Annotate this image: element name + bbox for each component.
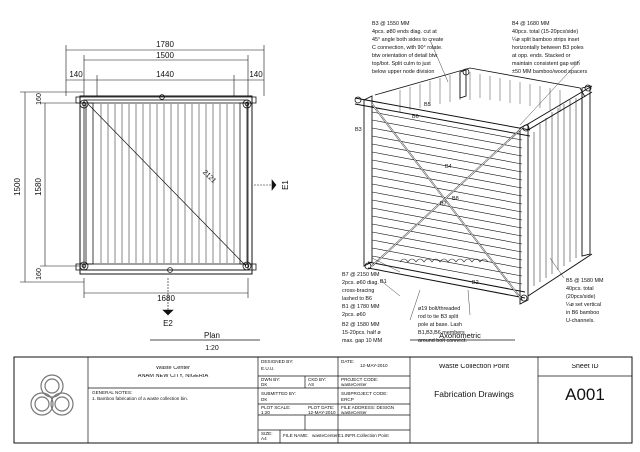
- label-b7: B7: [440, 201, 447, 207]
- note-b3: B3 @ 1550 MM 4pcs. ø80 ends diag. cut at…: [372, 21, 443, 75]
- label-b8: B8: [452, 196, 459, 202]
- svg-text:B7 @ 2150 MM: B7 @ 2150 MM: [342, 272, 380, 278]
- svg-text:at opp. ends. Stacked or: at opp. ends. Stacked or: [512, 53, 571, 59]
- elevation-e1: E1: [281, 180, 290, 190]
- svg-text:(20pcs/side): (20pcs/side): [566, 294, 596, 300]
- elevation-e2: E2: [163, 319, 173, 328]
- waste-center-logo: [30, 374, 74, 416]
- dim-top-overall: 1780: [156, 40, 174, 49]
- plan-labels: 1780 1500 140 1440 140 1500 1580 160 160…: [13, 40, 290, 352]
- svg-text:2pcs. ø60: 2pcs. ø60: [342, 312, 366, 318]
- svg-text:U-channels.: U-channels.: [566, 318, 595, 324]
- svg-text:±50 MM bamboo/wood spacers: ±50 MM bamboo/wood spacers: [512, 69, 587, 75]
- svg-text:¼ø set vertical: ¼ø set vertical: [566, 302, 601, 308]
- svg-text:rod to tie B3 split: rod to tie B3 split: [418, 314, 459, 320]
- svg-text:B5 @ 1580 MM: B5 @ 1580 MM: [566, 278, 604, 284]
- dim-top-left: 140: [69, 70, 83, 79]
- note-b4: B4 @ 1680 MM 40pcs. total (15-20pcs/side…: [512, 21, 587, 75]
- svg-text:maintain consistent gap with: maintain consistent gap with: [512, 61, 580, 67]
- note-b7: B7 @ 2150 MM 2pcs. ø60 diag. cross-braci…: [342, 272, 380, 302]
- svg-text:ø19 bolt/threaded: ø19 bolt/threaded: [418, 306, 460, 312]
- svg-text:B4 @ 1680 MM: B4 @ 1680 MM: [512, 21, 550, 27]
- label-b6: B6: [412, 114, 419, 120]
- plan-title: Plan: [204, 331, 220, 340]
- dim-left-top: 160: [36, 93, 43, 105]
- axonometric-view: [354, 39, 593, 321]
- svg-text:in B6 bamboo: in B6 bamboo: [566, 310, 599, 316]
- svg-text:lashed to B6: lashed to B6: [342, 296, 372, 302]
- plan-scale: 1:20: [205, 345, 219, 352]
- svg-text:pole at base. Lash: pole at base. Lash: [418, 322, 462, 328]
- note-b2: B2 @ 1580 MM 15-20pcs. half ø max. gap 1…: [342, 322, 383, 344]
- label-b4: B4: [445, 164, 452, 170]
- svg-text:B2 @ 1580 MM: B2 @ 1580 MM: [342, 322, 380, 328]
- svg-text:40pcs. total (15-20pcs/side): 40pcs. total (15-20pcs/side): [512, 29, 578, 35]
- label-b3: B3: [355, 127, 362, 133]
- svg-text:15-20pcs. half ø: 15-20pcs. half ø: [342, 330, 381, 336]
- svg-text:40pcs. total: 40pcs. total: [566, 286, 594, 292]
- svg-text:below upper node division: below upper node division: [372, 69, 434, 75]
- dim-diagonal: 2121: [201, 169, 217, 185]
- svg-text:B1,B3,B6 members: B1,B3,B6 members: [418, 330, 465, 336]
- note-bolt: ø19 bolt/threaded rod to tie B3 split po…: [418, 306, 467, 344]
- note-b5: B5 @ 1580 MM 40pcs. total (20pcs/side) ¼…: [566, 278, 604, 324]
- svg-text:around bolt connect.: around bolt connect.: [418, 338, 467, 344]
- dim-left-overall: 1500: [13, 178, 22, 196]
- svg-text:btw orientation of detail btw: btw orientation of detail btw: [372, 53, 437, 59]
- dim-top-right: 140: [249, 70, 263, 79]
- note-b1: B1 @ 1780 MM 2pcs. ø60: [342, 304, 380, 318]
- dim-top-mid: 1440: [156, 70, 174, 79]
- svg-text:C connection, with 90° rotate.: C connection, with 90° rotate.: [372, 45, 442, 51]
- label-b5: B5: [424, 102, 431, 108]
- axonometric-labels: B5 B6 B4 B8 B7 B1 B2 B3 Axonometric: [355, 102, 481, 340]
- dim-left-bottom: 160: [36, 268, 43, 280]
- svg-text:B3 @ 1550 MM: B3 @ 1550 MM: [372, 21, 410, 27]
- svg-text:¼ø split bamboo strips inset: ¼ø split bamboo strips inset: [512, 37, 580, 43]
- label-b1: B1: [380, 279, 387, 285]
- axonometric-title: Axonometric: [439, 331, 481, 340]
- svg-text:B1 @ 1780 MM: B1 @ 1780 MM: [342, 304, 380, 310]
- svg-text:45° angle both sides to create: 45° angle both sides to create: [372, 37, 443, 43]
- svg-text:4pcs. ø80 ends diag. cut at: 4pcs. ø80 ends diag. cut at: [372, 29, 437, 35]
- plan-view: [20, 45, 277, 341]
- title-block-frame: [13, 356, 633, 444]
- svg-text:2pcs. ø60 diag.: 2pcs. ø60 diag.: [342, 280, 379, 286]
- svg-text:cross-bracing: cross-bracing: [342, 288, 374, 294]
- dim-bottom: 1680: [157, 294, 175, 303]
- svg-text:max. gap 10 MM: max. gap 10 MM: [342, 338, 383, 344]
- dim-left-inner: 1580: [34, 178, 43, 196]
- label-b2: B2: [472, 280, 479, 286]
- dim-top-inner: 1500: [156, 51, 174, 60]
- svg-text:horizontally between B3 poles: horizontally between B3 poles: [512, 45, 584, 51]
- svg-text:top/bot. Split culm to just: top/bot. Split culm to just: [372, 61, 431, 67]
